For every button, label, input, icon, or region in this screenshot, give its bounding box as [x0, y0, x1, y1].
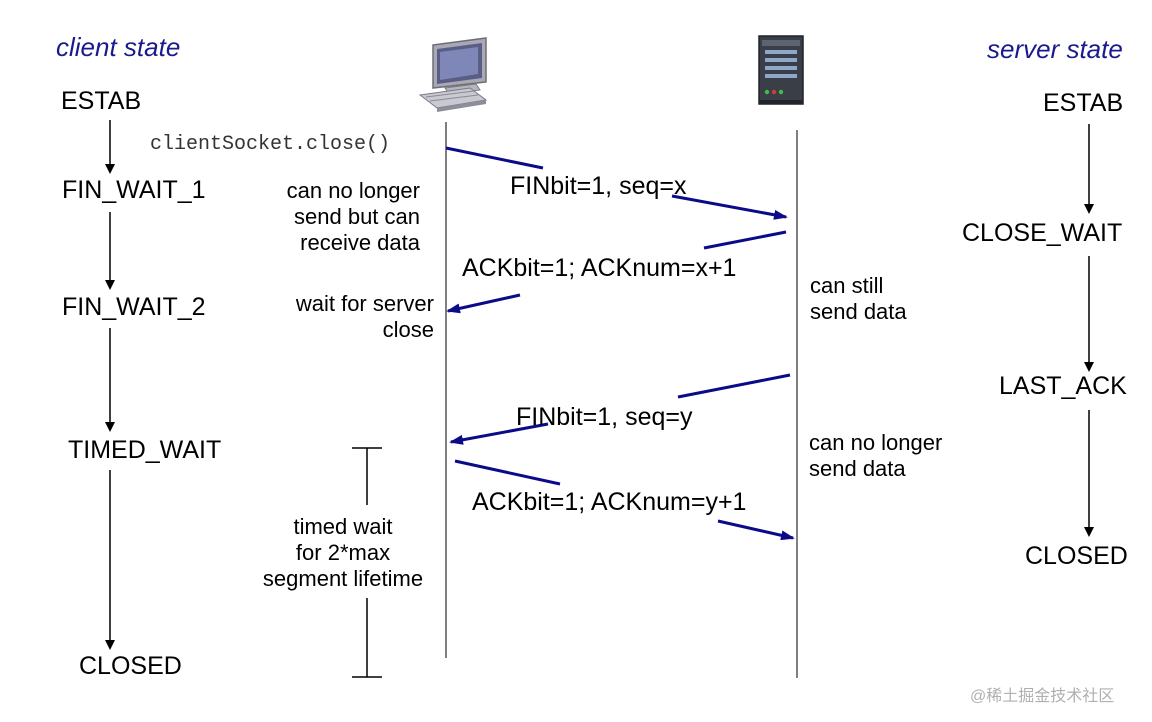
fin1-message-label: FINbit=1, seq=x [510, 172, 687, 200]
client-fin1-note-line-3: receive data [300, 230, 420, 255]
timed-wait-note-line-2: for 2*max [295, 540, 391, 565]
ack1-arrow-end [446, 293, 521, 314]
client-state-fin-wait-1: FIN_WAIT_1 [62, 176, 206, 204]
server-nosend-note: can no longer send data [809, 430, 942, 482]
fin2-arrow-end [449, 422, 549, 445]
server-send-note-line-2: send data [810, 299, 907, 324]
fin2-message-label: FINbit=1, seq=y [516, 403, 693, 431]
close-call-label: clientSocket.close() [150, 133, 391, 156]
client-state-estab: ESTAB [61, 87, 142, 115]
server-nosend-note-line-2: send data [809, 456, 906, 481]
client-state-heading: client state [56, 32, 181, 62]
client-state-timed-wait: TIMED_WAIT [68, 436, 222, 464]
client-fin2-note-line-1: wait for server [295, 291, 434, 316]
client-fin1-note-line-2: send but can [294, 204, 420, 229]
ack2-arrow-start [454, 459, 561, 486]
ack1-arrow-start [703, 230, 787, 250]
client-fin1-note: can no longer send but can receive data [262, 178, 420, 256]
client-state-fin-wait-2: FIN_WAIT_2 [62, 293, 206, 321]
ack1-message-label: ACKbit=1; ACKnum=x+1 [462, 254, 737, 282]
server-state-closed: CLOSED [1025, 542, 1128, 570]
fin1-arrow-end [671, 194, 788, 220]
ack2-message-label: ACKbit=1; ACKnum=y+1 [472, 488, 747, 516]
desktop-computer-icon [418, 37, 488, 112]
client-state-closed: CLOSED [79, 652, 182, 680]
fin1-arrow-start [445, 146, 544, 170]
server-tower-icon [758, 35, 804, 105]
timed-wait-note-line-1: timed wait [293, 514, 393, 539]
timed-wait-note-line-3: segment lifetime [262, 566, 424, 591]
server-state-last-ack: LAST_ACK [999, 372, 1127, 400]
ack2-arrow-end [717, 519, 795, 541]
server-nosend-note-line-1: can no longer [809, 430, 943, 455]
server-state-heading: server state [987, 34, 1123, 64]
client-fin2-note-line-2: close [382, 317, 434, 342]
watermark: @稀土掘金技术社区 [970, 688, 1115, 705]
timed-wait-note: timed wait for 2*max segment lifetime [240, 514, 446, 592]
server-state-close-wait: CLOSE_WAIT [962, 219, 1123, 247]
server-send-note-line-1: can still [810, 273, 884, 298]
fin2-arrow-start [677, 373, 791, 399]
server-state-estab: ESTAB [1043, 89, 1124, 117]
server-send-note: can still send data [810, 273, 907, 325]
client-fin1-note-line-1: can no longer [286, 178, 420, 203]
client-fin2-note: wait for server close [262, 291, 434, 343]
